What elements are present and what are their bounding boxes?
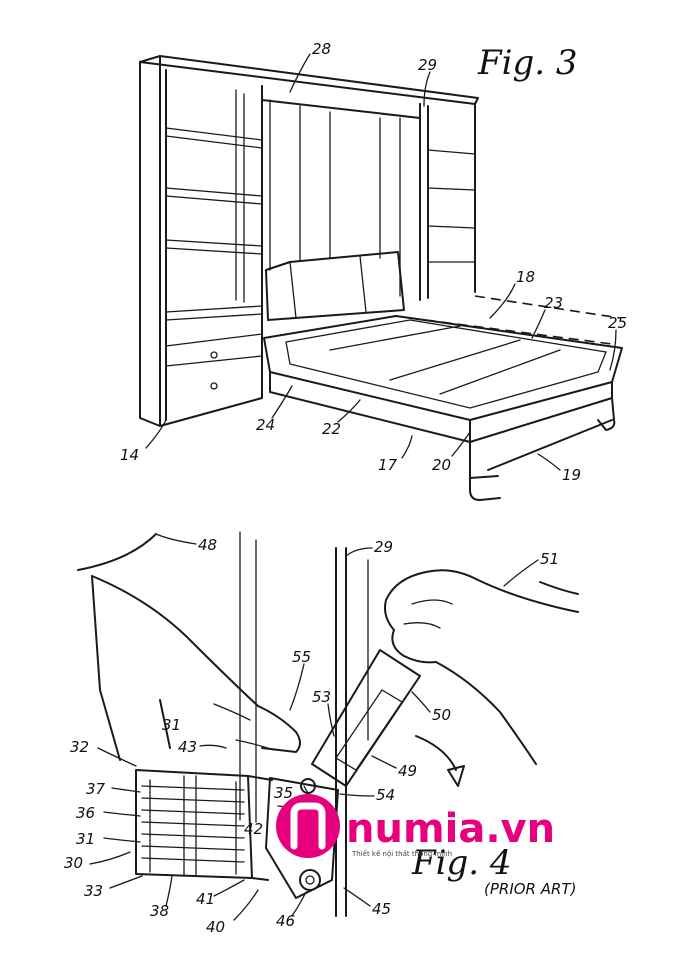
ref-label: 25	[608, 314, 627, 332]
ref-label: 29	[374, 538, 393, 556]
ref-label: 37	[86, 780, 106, 798]
ref-label: 46	[276, 912, 295, 930]
ref-label: 42	[244, 820, 263, 838]
ref-label: 31	[162, 716, 181, 734]
ref-label: 32	[70, 738, 89, 756]
ref-label: 23	[544, 294, 563, 312]
ref-label: 41	[196, 890, 215, 908]
ref-label: 43	[178, 738, 197, 756]
ref-label: 28	[312, 40, 331, 58]
ref-label: 35	[274, 784, 293, 802]
ref-label: 18	[516, 268, 535, 286]
ref-label: 14	[120, 446, 139, 464]
ref-label: 17	[378, 456, 398, 474]
ref-label: 24	[256, 416, 275, 434]
ref-label: 45	[372, 900, 391, 918]
fig3-reference-labels: 28 29 18 23 25 14 24 22 17 20 19	[120, 40, 627, 484]
ref-label: 31	[76, 830, 95, 848]
ref-label: 19	[562, 466, 581, 484]
prior-art-note: (PRIOR ART)	[484, 880, 576, 898]
watermark-brand: numia.vn	[346, 806, 555, 852]
ref-label: 20	[432, 456, 451, 474]
fig4-caption: Fig. 4	[411, 843, 511, 883]
watermark-slogan: Thiết kế nội thất thông minh	[351, 850, 452, 858]
ref-label: 49	[398, 762, 417, 780]
ref-label: 55	[292, 648, 311, 666]
ref-label: 54	[376, 786, 395, 804]
ref-label: 29	[418, 56, 437, 74]
ref-label: 22	[322, 420, 341, 438]
fig3-drawing	[139, 55, 623, 501]
ref-label: 48	[198, 536, 217, 554]
fig4-drawing	[77, 531, 579, 917]
fig3-leaders	[145, 53, 617, 471]
fig3-caption: Fig. 3	[477, 43, 577, 83]
ref-label: 30	[64, 854, 83, 872]
ref-label: 33	[84, 882, 103, 900]
ref-label: 38	[150, 902, 169, 920]
ref-label: 53	[312, 688, 331, 706]
fig4-leaders	[89, 533, 539, 921]
ref-label: 50	[432, 706, 451, 724]
ref-label: 40	[206, 918, 225, 936]
fig4-reference-labels: 48 29 51 55 53 50 31 32 43 49 35 54 37 3…	[64, 536, 559, 936]
ref-label: 51	[540, 550, 559, 568]
ref-label: 36	[76, 804, 95, 822]
watermark-logo: numia.vn Thiết kế nội thất thông minh	[276, 794, 555, 858]
